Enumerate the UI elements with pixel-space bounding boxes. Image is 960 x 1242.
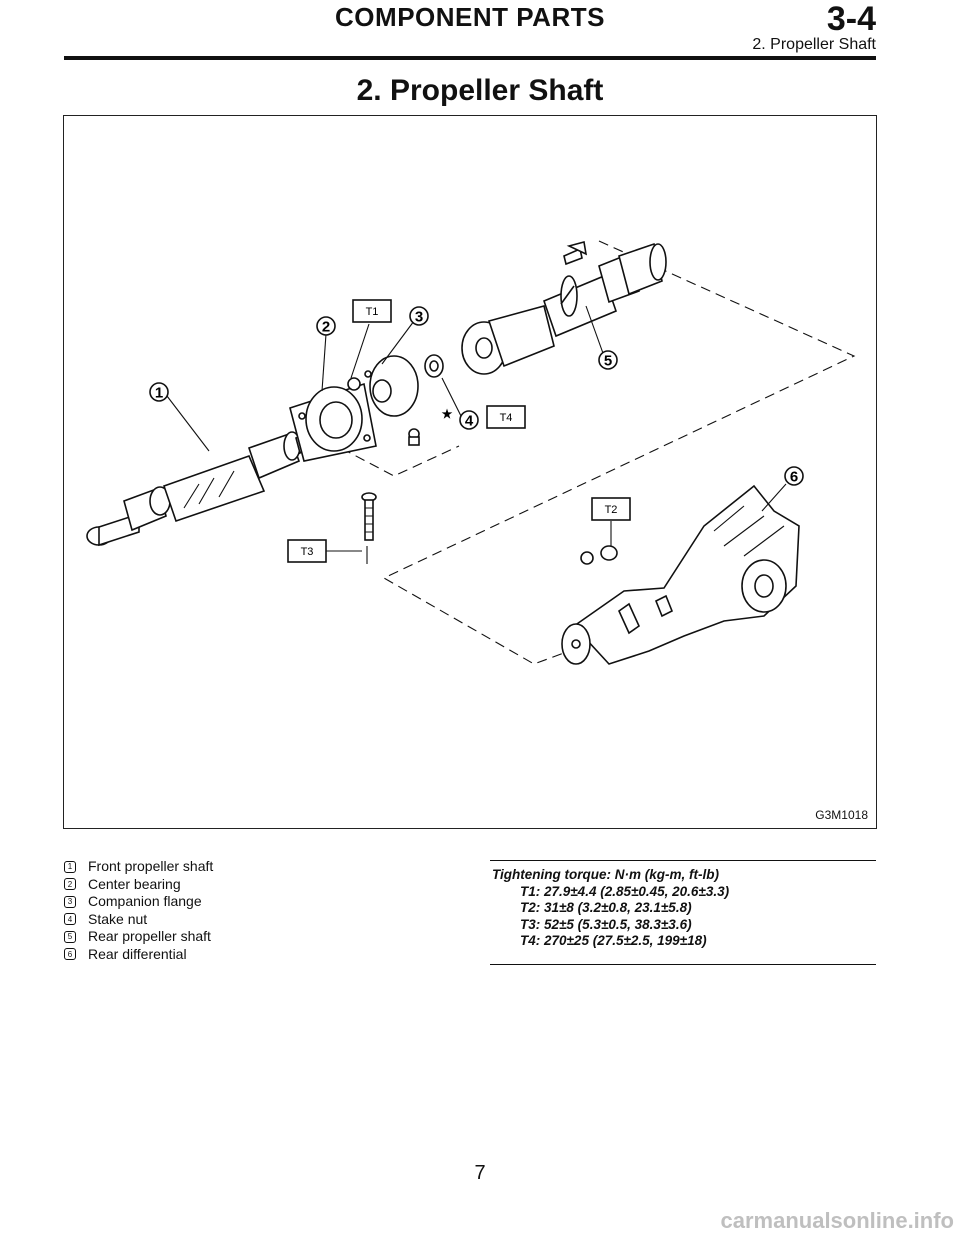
callout-1: 1 [149, 382, 169, 402]
stake-nut-drawing [424, 354, 444, 378]
svg-text:T1: T1 [366, 306, 379, 318]
legend-item: 5 Rear propeller shaft [64, 928, 444, 946]
torque-spec-t2: T2: 31±8 (3.2±0.8, 23.1±5.8) [520, 900, 692, 915]
svg-text:5: 5 [604, 353, 612, 370]
front-propeller-shaft-drawing [86, 430, 315, 547]
callout-5: 5 [598, 350, 618, 370]
legend-label: Rear propeller shaft [88, 928, 211, 944]
watermark: carmanualsonline.info [720, 1208, 955, 1233]
torque-label-t3: T3 [287, 539, 327, 563]
svg-text:6: 6 [790, 469, 798, 486]
star-mark: ★ [442, 407, 453, 421]
header-rule [64, 56, 876, 60]
torque-spec-t4: T4: 270±25 (27.5±2.5, 199±18) [520, 933, 707, 948]
callout-6: 6 [784, 466, 804, 486]
figure-code: G3M1018 [815, 808, 868, 822]
svg-text:3: 3 [415, 309, 423, 326]
legend-number: 5 [64, 930, 76, 943]
torque-label-t1: T1 [352, 299, 392, 323]
torque-label-t4: T4 [486, 405, 526, 429]
companion-flange-drawing [364, 355, 419, 417]
svg-text:T3: T3 [301, 546, 314, 558]
legend-item: 6 Rear differential [64, 946, 444, 964]
chapter-number: 3-4 [826, 0, 876, 38]
svg-text:1: 1 [155, 385, 163, 402]
legend-item: 3 Companion flange [64, 893, 444, 911]
svg-text:4: 4 [465, 413, 474, 430]
callout-2: 2 [316, 316, 336, 336]
fasteners-drawing [361, 285, 618, 565]
callout-4: ★ 4 [442, 407, 479, 430]
legend-label: Stake nut [88, 910, 148, 927]
legend-number: 6 [64, 948, 76, 961]
tightening-torque-box: Tightening torque: N·m (kg-m, ft-lb) T1:… [490, 860, 876, 965]
page-title: 2. Propeller Shaft [356, 74, 604, 107]
svg-text:2: 2 [322, 319, 330, 336]
legend-label: Rear differential [88, 945, 187, 962]
page-number: 7 [474, 1162, 486, 1184]
legend-label: Companion flange [88, 893, 202, 909]
legend-item: 2 Center bearing [64, 876, 444, 894]
legend-number: 4 [64, 913, 76, 926]
legend-number: 2 [64, 878, 76, 891]
rear-propeller-shaft-drawing [461, 241, 667, 375]
legend-label: Front propeller shaft [88, 858, 214, 874]
legend-item: 4 Stake nut [64, 911, 444, 929]
parts-legend: 1 Front propeller shaft 2 Center bearing… [64, 858, 444, 963]
torque-spec-t3: T3: 52±5 (5.3±0.5, 38.3±3.6) [520, 916, 692, 932]
torque-spec-t1: T1: 27.9±4.4 (2.85±0.45, 20.6±3.3) [520, 883, 730, 899]
header-subtitle: 2. Propeller Shaft [752, 36, 876, 53]
svg-text:T4: T4 [500, 412, 513, 424]
exploded-diagram: 1 2 3 ★ 4 5 6 T1 T2 [63, 115, 877, 829]
legend-number: 1 [64, 860, 76, 873]
diagram-drawing: 1 2 3 ★ 4 5 6 T1 T2 [86, 240, 856, 665]
center-bearing-drawing [289, 377, 377, 462]
torque-title: Tightening torque: N·m (kg-m, ft-lb) [492, 867, 719, 882]
legend-label: Center bearing [88, 875, 181, 892]
svg-text:T2: T2 [605, 504, 618, 516]
legend-item: 1 Front propeller shaft [64, 858, 444, 876]
torque-label-t2: T2 [591, 497, 631, 521]
callout-3: 3 [409, 306, 429, 326]
section-heading: COMPONENT PARTS [335, 2, 605, 32]
rear-differential-drawing [561, 484, 800, 665]
legend-number: 3 [64, 895, 76, 908]
